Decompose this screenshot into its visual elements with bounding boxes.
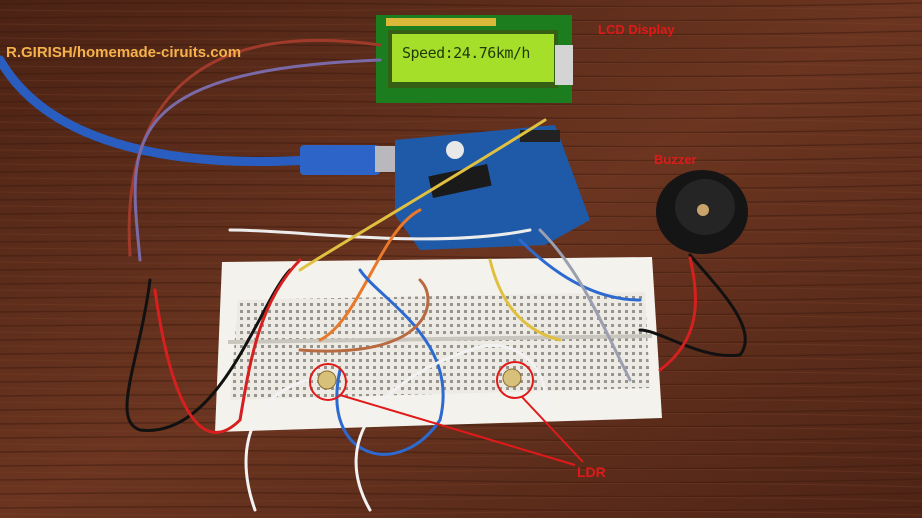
jumper-wires	[125, 39, 747, 512]
ldr-annotation	[309, 361, 584, 466]
lcd-screen-text: Speed:24.76km/h	[402, 44, 530, 62]
ldr-label: LDR	[577, 464, 606, 480]
arduino-board	[395, 125, 590, 250]
usb-cable	[0, 55, 315, 167]
lcd-module	[376, 15, 573, 103]
buzzer	[656, 170, 748, 254]
buzzer-label: Buzzer	[654, 152, 697, 167]
ldr-sensors	[317, 368, 522, 390]
credit-watermark: R.GIRISH/homemade-ciruits.com	[6, 44, 242, 61]
usb-plug	[300, 145, 380, 175]
lcd-display-label: LCD Display	[598, 22, 675, 37]
